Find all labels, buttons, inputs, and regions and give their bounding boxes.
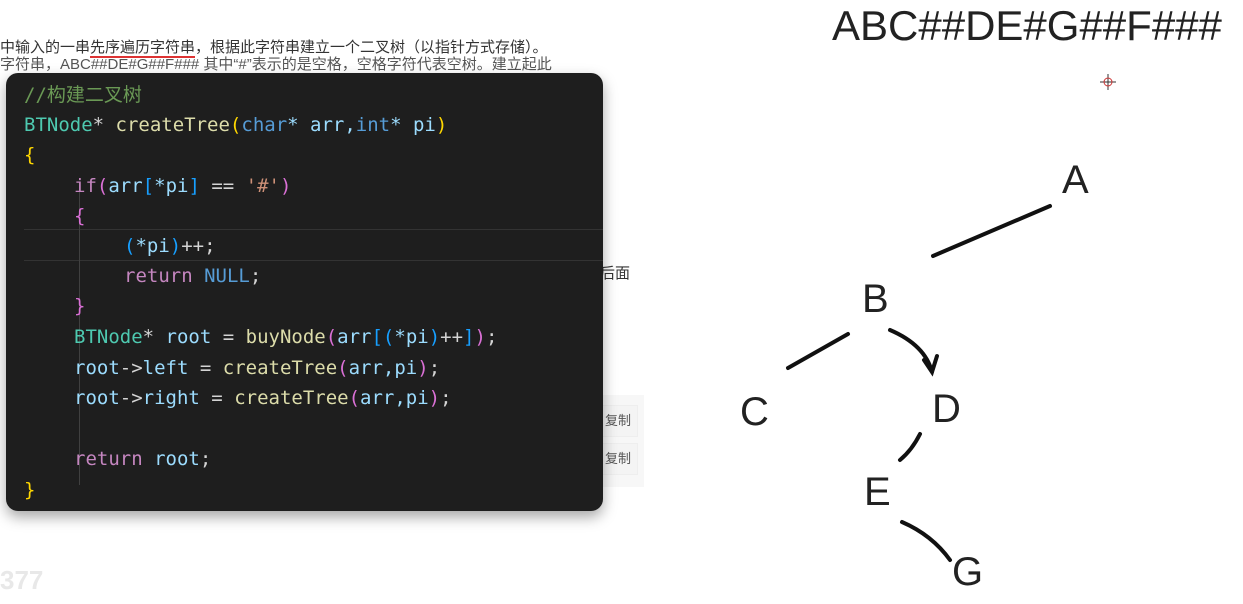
text: 中输入的一串	[0, 39, 91, 56]
code-line-signature: BTNode* createTree(char* arr,int* pi)	[24, 114, 448, 136]
text: ，根据此字符串建立一个二叉树（以指针方式存储）。	[195, 39, 548, 56]
node-a: A	[1062, 158, 1089, 202]
sequence-text: ABC##DE#G##F###	[832, 2, 1223, 49]
code-inner-close: }	[74, 295, 86, 317]
doc-fragment: 后面	[600, 265, 631, 282]
node-d: D	[932, 387, 961, 431]
whiteboard: ABC##DE#G##F### A B C D E G	[740, 2, 1223, 594]
copy-button[interactable]: 复制	[596, 443, 638, 475]
code-open-brace: {	[24, 144, 36, 166]
doc-line-1: 中输入的一串先序遍历字符串，根据此字符串建立一个二叉树（以指针方式存储）。	[0, 39, 548, 58]
current-line-highlight	[24, 229, 603, 261]
indent-guide	[79, 185, 80, 485]
code-line-if: if(arr[*pi] == '#')	[74, 175, 292, 197]
underlined-text: 先序遍历字符串	[90, 39, 196, 58]
node-e: E	[864, 470, 891, 514]
code-line-root-decl: BTNode* root = buyNode(arr[(*pi)++]);	[74, 326, 498, 348]
move-cursor-icon	[1100, 74, 1116, 90]
code-line-return-root: return root;	[74, 448, 212, 470]
tree-edges	[786, 204, 1052, 562]
code-comment: //构建二叉树	[24, 84, 142, 106]
faded-number: 377	[0, 565, 44, 595]
node-c: C	[740, 390, 769, 434]
node-b: B	[862, 277, 889, 321]
code-close-brace: }	[24, 479, 36, 501]
code-line-right: root->right = createTree(arr,pi);	[74, 387, 452, 409]
code-line-inc: (*pi)++;	[124, 235, 216, 257]
code-popup: //构建二叉树 BTNode* createTree(char* arr,int…	[6, 73, 603, 511]
node-g: G	[952, 550, 983, 594]
code-line-return-null: return NULL;	[124, 265, 262, 287]
copy-button[interactable]: 复制	[596, 405, 638, 437]
code-inner-open: {	[74, 205, 86, 227]
doc-line-2: 字符串，ABC##DE#G##F### 其中“#”表示的是空格，空格字符代表空树…	[0, 56, 552, 73]
code-line-left: root->left = createTree(arr,pi);	[74, 357, 441, 379]
